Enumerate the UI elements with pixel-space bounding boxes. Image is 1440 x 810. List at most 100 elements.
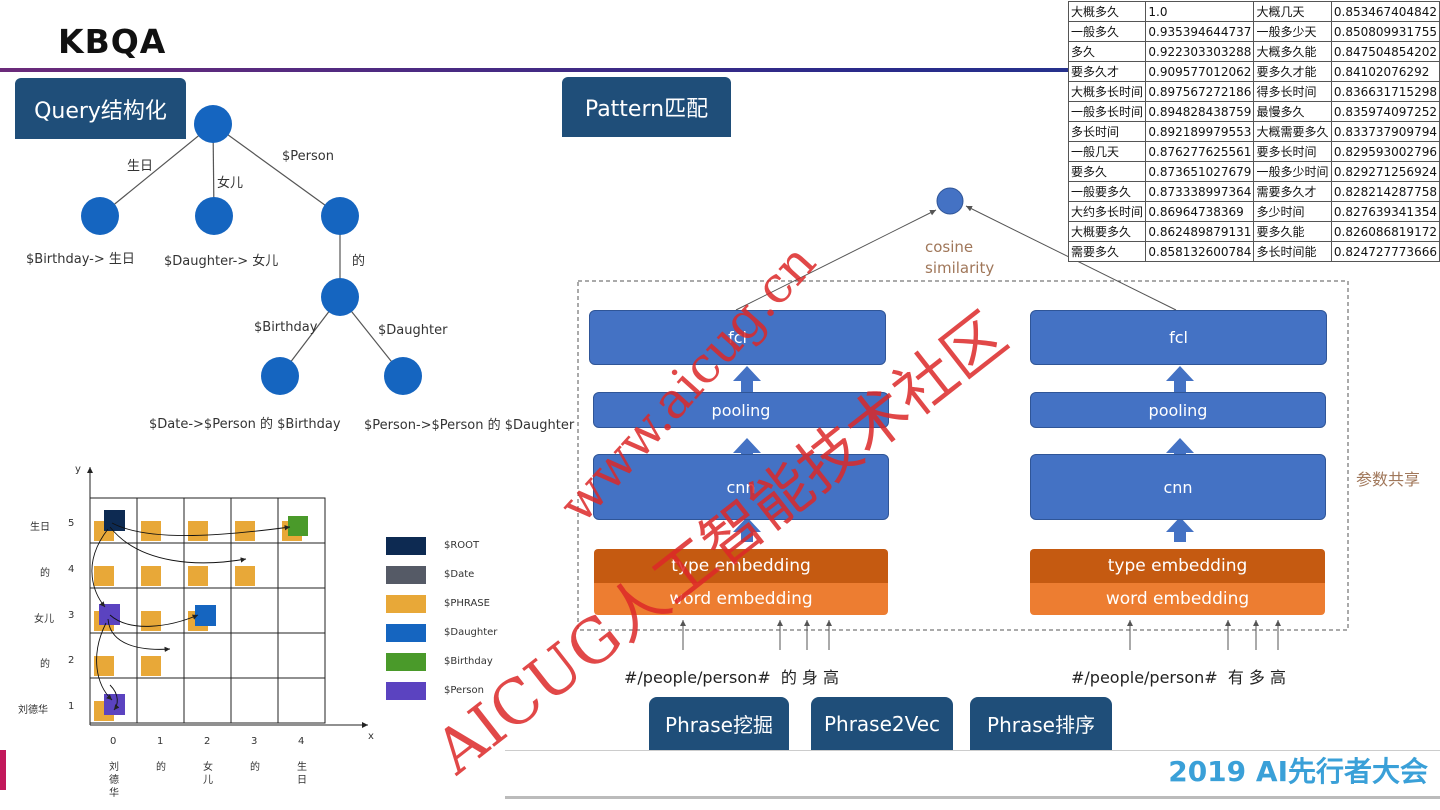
title-divider xyxy=(0,68,1440,72)
legend-label: $PHRASE xyxy=(444,598,490,609)
leaf-label: $Daughter-> 女儿 xyxy=(164,254,279,269)
phrase2vec-button[interactable]: Phrase2Vec xyxy=(811,697,953,750)
similarity-cell: 0.836631715298 xyxy=(1330,81,1440,102)
x-tick-num: 0 xyxy=(110,736,117,747)
edge-label: 女儿 xyxy=(217,176,244,191)
x-tick-char: 生 日 xyxy=(297,762,307,786)
similarity-cell: 0.826086819172 xyxy=(1330,221,1440,242)
similarity-cell: 要多久 xyxy=(1067,161,1147,182)
edge-label: 的 xyxy=(352,254,366,269)
similarity-cell: 多少时间 xyxy=(1253,201,1332,222)
similarity-cell: 0.847504854202 xyxy=(1330,41,1440,62)
x-tick-char: 女 儿 xyxy=(203,762,213,786)
y-tick-num: 4 xyxy=(68,564,75,575)
leaf-label: $Person->$Person 的 $Daughter xyxy=(364,418,575,433)
similarity-cell: 0.909577012062 xyxy=(1145,61,1255,82)
cosine-node xyxy=(936,187,964,215)
similarity-cell: 0.897567272186 xyxy=(1145,81,1255,102)
legend-item: $PHRASE xyxy=(386,589,497,618)
tree-node-date xyxy=(261,357,299,395)
similarity-cell: 0.892189979553 xyxy=(1145,121,1255,142)
similarity-cell: 大约多长时间 xyxy=(1067,201,1147,222)
similarity-cell: 0.850809931755 xyxy=(1330,21,1440,42)
person-cell xyxy=(104,694,125,715)
similarity-cell: 一般几天 xyxy=(1067,141,1147,162)
x-axis-label: x xyxy=(368,731,374,742)
legend-item: $ROOT xyxy=(386,531,497,560)
legend: $ROOT $Date $PHRASE $Daughter $Birthday … xyxy=(386,531,497,705)
similarity-cell: 1.0 xyxy=(1145,1,1255,22)
pooling-right: pooling xyxy=(1030,392,1326,428)
fcl-left: fcl xyxy=(589,310,886,365)
page-title: KBQA xyxy=(58,22,167,61)
birthday-cell xyxy=(288,516,308,536)
tree-node-birthday xyxy=(81,197,119,235)
input-right: #/people/person# 有 多 高 xyxy=(1071,668,1287,687)
y-tick-num: 1 xyxy=(68,701,75,712)
legend-swatch xyxy=(386,623,426,642)
y-axis-label: y xyxy=(75,464,81,475)
similarity-cell: 0.829593002796 xyxy=(1330,141,1440,162)
legend-label: $Date xyxy=(444,569,475,580)
phrase-mining-button[interactable]: Phrase挖掘 xyxy=(649,697,789,750)
type-embedding-right: type embedding xyxy=(1030,549,1325,583)
similarity-cell: 大概需要多久 xyxy=(1253,121,1332,142)
leaf-label: $Date->$Person 的 $Birthday xyxy=(149,417,341,432)
x-tick-char: 的 xyxy=(250,762,260,773)
similarity-cell: 要多久才能 xyxy=(1253,61,1332,82)
word-embedding-left: word embedding xyxy=(594,583,888,615)
edge-label: $Daughter xyxy=(378,323,448,338)
similarity-cell: 一般多少时间 xyxy=(1253,161,1332,182)
x-tick-num: 1 xyxy=(157,736,164,747)
y-tick-num: 2 xyxy=(68,655,75,666)
pattern-matching-header: Pattern匹配 xyxy=(562,77,731,137)
similarity-cell: 要多长时间 xyxy=(1253,141,1332,162)
network-connectors xyxy=(577,187,1349,650)
tree-node-daughter xyxy=(195,197,233,235)
footer-divider xyxy=(505,750,1440,751)
edge-label: 生日 xyxy=(127,159,154,174)
cosine-label: cosine similarity xyxy=(925,238,995,277)
word-embedding-right: word embedding xyxy=(1030,583,1325,615)
similarity-cell: 需要多久 xyxy=(1067,241,1147,262)
cnn-left: cnn xyxy=(593,454,889,520)
similarity-cell: 多长时间能 xyxy=(1253,241,1332,262)
legend-swatch xyxy=(386,594,426,613)
y-tick-num: 3 xyxy=(68,610,75,621)
similarity-cell: 要多久才 xyxy=(1067,61,1147,82)
legend-label: $ROOT xyxy=(444,540,480,551)
query-structuring-header: Query结构化 xyxy=(15,78,186,139)
similarity-cell: 多久 xyxy=(1067,41,1147,62)
similarity-cell: 大概几天 xyxy=(1253,1,1332,22)
similarity-cell: 0.828214287758 xyxy=(1330,181,1440,202)
shared-params-label: 参数共享 xyxy=(1356,470,1421,489)
similarity-cell: 大概要多久 xyxy=(1067,221,1147,242)
similarity-cell: 0.858132600784 xyxy=(1145,241,1255,262)
legend-label: $Birthday xyxy=(444,656,493,667)
leaf-label: $Birthday-> 生日 xyxy=(26,252,135,267)
y-tick-num: 5 xyxy=(68,518,75,529)
legend-label: $Daughter xyxy=(444,627,498,638)
tree-node-de xyxy=(321,278,359,316)
phrase-ranking-button[interactable]: Phrase排序 xyxy=(970,697,1112,750)
similarity-cell: 0.835974097252 xyxy=(1330,101,1440,122)
similarity-cell: 多长时间 xyxy=(1067,121,1147,142)
similarity-cell: 大概多长时间 xyxy=(1067,81,1147,102)
x-tick-num: 2 xyxy=(204,736,211,747)
legend-label: $Person xyxy=(444,685,484,696)
legend-item: $Person xyxy=(386,676,497,705)
event-logo: 2019 AI先行者大会 xyxy=(1168,755,1428,788)
similarity-cell: 0.922303303288 xyxy=(1145,41,1255,62)
y-tick-name: 的 xyxy=(40,568,50,579)
person-cell xyxy=(99,604,120,625)
similarity-cell: 要多久能 xyxy=(1253,221,1332,242)
similarity-cell: 一般多长时间 xyxy=(1067,101,1147,122)
legend-swatch xyxy=(386,565,426,584)
